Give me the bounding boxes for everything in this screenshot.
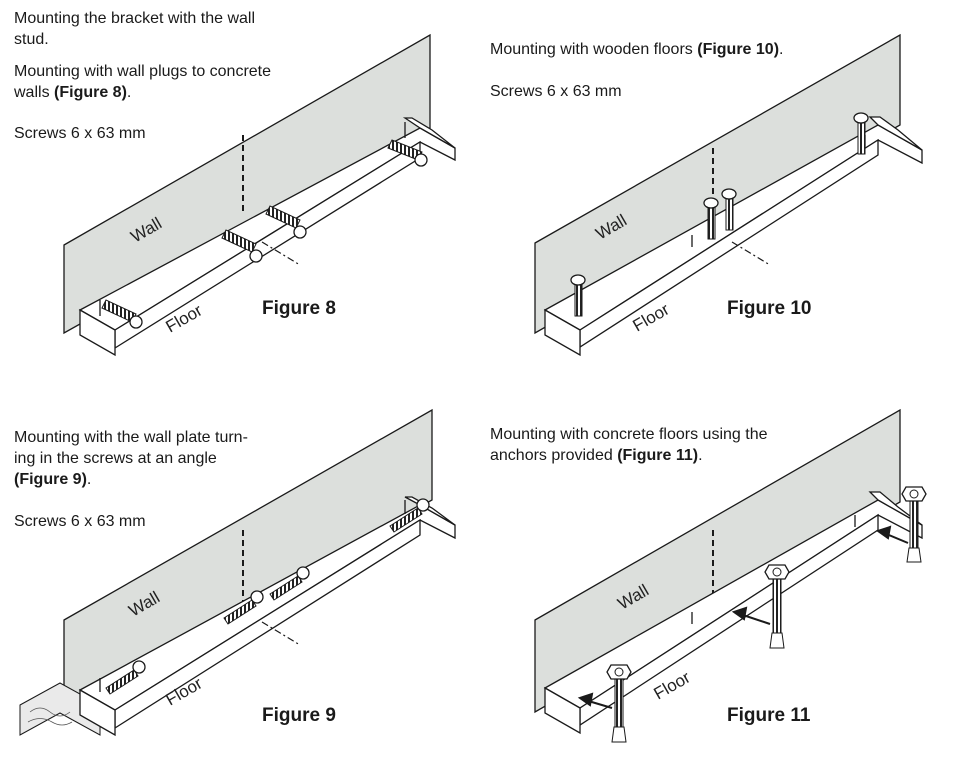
concrete-anchor: [606, 664, 632, 743]
angled-screw: [269, 566, 310, 601]
angled-screw: [105, 660, 146, 695]
figure-10-caption: Figure 10: [727, 298, 812, 319]
wall-plug-screw: [101, 299, 143, 329]
intro-line: stud.: [14, 31, 49, 48]
figure-ref: (Figure 10): [697, 41, 780, 58]
wall-plug-screw: [221, 229, 263, 263]
figure-ref: (Figure 9): [14, 471, 87, 488]
figure-8-intro: Mounting the bracket with the wall stud.: [14, 8, 255, 50]
figure-ref: (Figure 11): [617, 447, 699, 464]
method-line: ing in the screws at an angle: [14, 450, 217, 467]
angled-screw: [389, 498, 430, 533]
figure-10-method: Mounting with wooden floors (Figure 10).: [490, 41, 784, 58]
figure-11-drawing: Wall Floor: [534, 408, 927, 743]
wood-screw: [721, 188, 737, 231]
intro-line: Mounting the bracket with the wall: [14, 10, 256, 27]
wall-panel: [534, 33, 901, 335]
figure-9-drawing: Wall Floor: [19, 408, 456, 737]
screws-spec: Screws 6 x 63 mm: [490, 83, 622, 100]
method-line: (Figure 9).: [14, 471, 92, 488]
wood-screw: [853, 112, 869, 155]
wood-screw: [703, 197, 719, 240]
method-line: walls (Figure 8).: [14, 84, 132, 101]
wall-plug-screw: [387, 139, 428, 167]
method-line: Mounting with concrete floors using the: [490, 426, 768, 443]
method-line: anchors provided (Figure 11).: [490, 447, 703, 464]
angled-screw: [223, 590, 264, 625]
insert-arrow: [577, 525, 909, 709]
wall-panel: [63, 33, 431, 335]
center-mark: [731, 241, 771, 266]
figure-11-caption: Figure 11: [727, 705, 811, 726]
wall-plug-screw: [265, 205, 307, 239]
concrete-anchor: [764, 564, 790, 649]
wall-panel: [534, 408, 901, 714]
figure-9-method: Mounting with the wall plate turn- ing i…: [14, 427, 248, 490]
screws-spec: Screws 6 x 63 mm: [14, 125, 146, 142]
concrete-anchor: [901, 486, 927, 563]
figure-8-method: Mounting with wall plugs to concrete wal…: [14, 61, 271, 103]
center-mark: [261, 621, 301, 646]
wood-screw: [570, 274, 586, 317]
figure-ref: (Figure 8): [54, 84, 127, 101]
figure-11-method: Mounting with concrete floors using the …: [490, 424, 767, 466]
figure-10-drawing: Wall Floor: [534, 33, 923, 357]
method-line: Mounting with the wall plate turn-: [14, 429, 248, 446]
figure-9-caption: Figure 9: [262, 705, 336, 726]
wall-panel: [63, 408, 433, 712]
figure-8-caption: Figure 8: [262, 298, 336, 319]
figure-8-drawing: Wall Floor: [63, 33, 456, 357]
method-line: Mounting with wall plugs to concrete: [14, 63, 272, 80]
screws-spec: Screws 6 x 63 mm: [14, 513, 146, 530]
